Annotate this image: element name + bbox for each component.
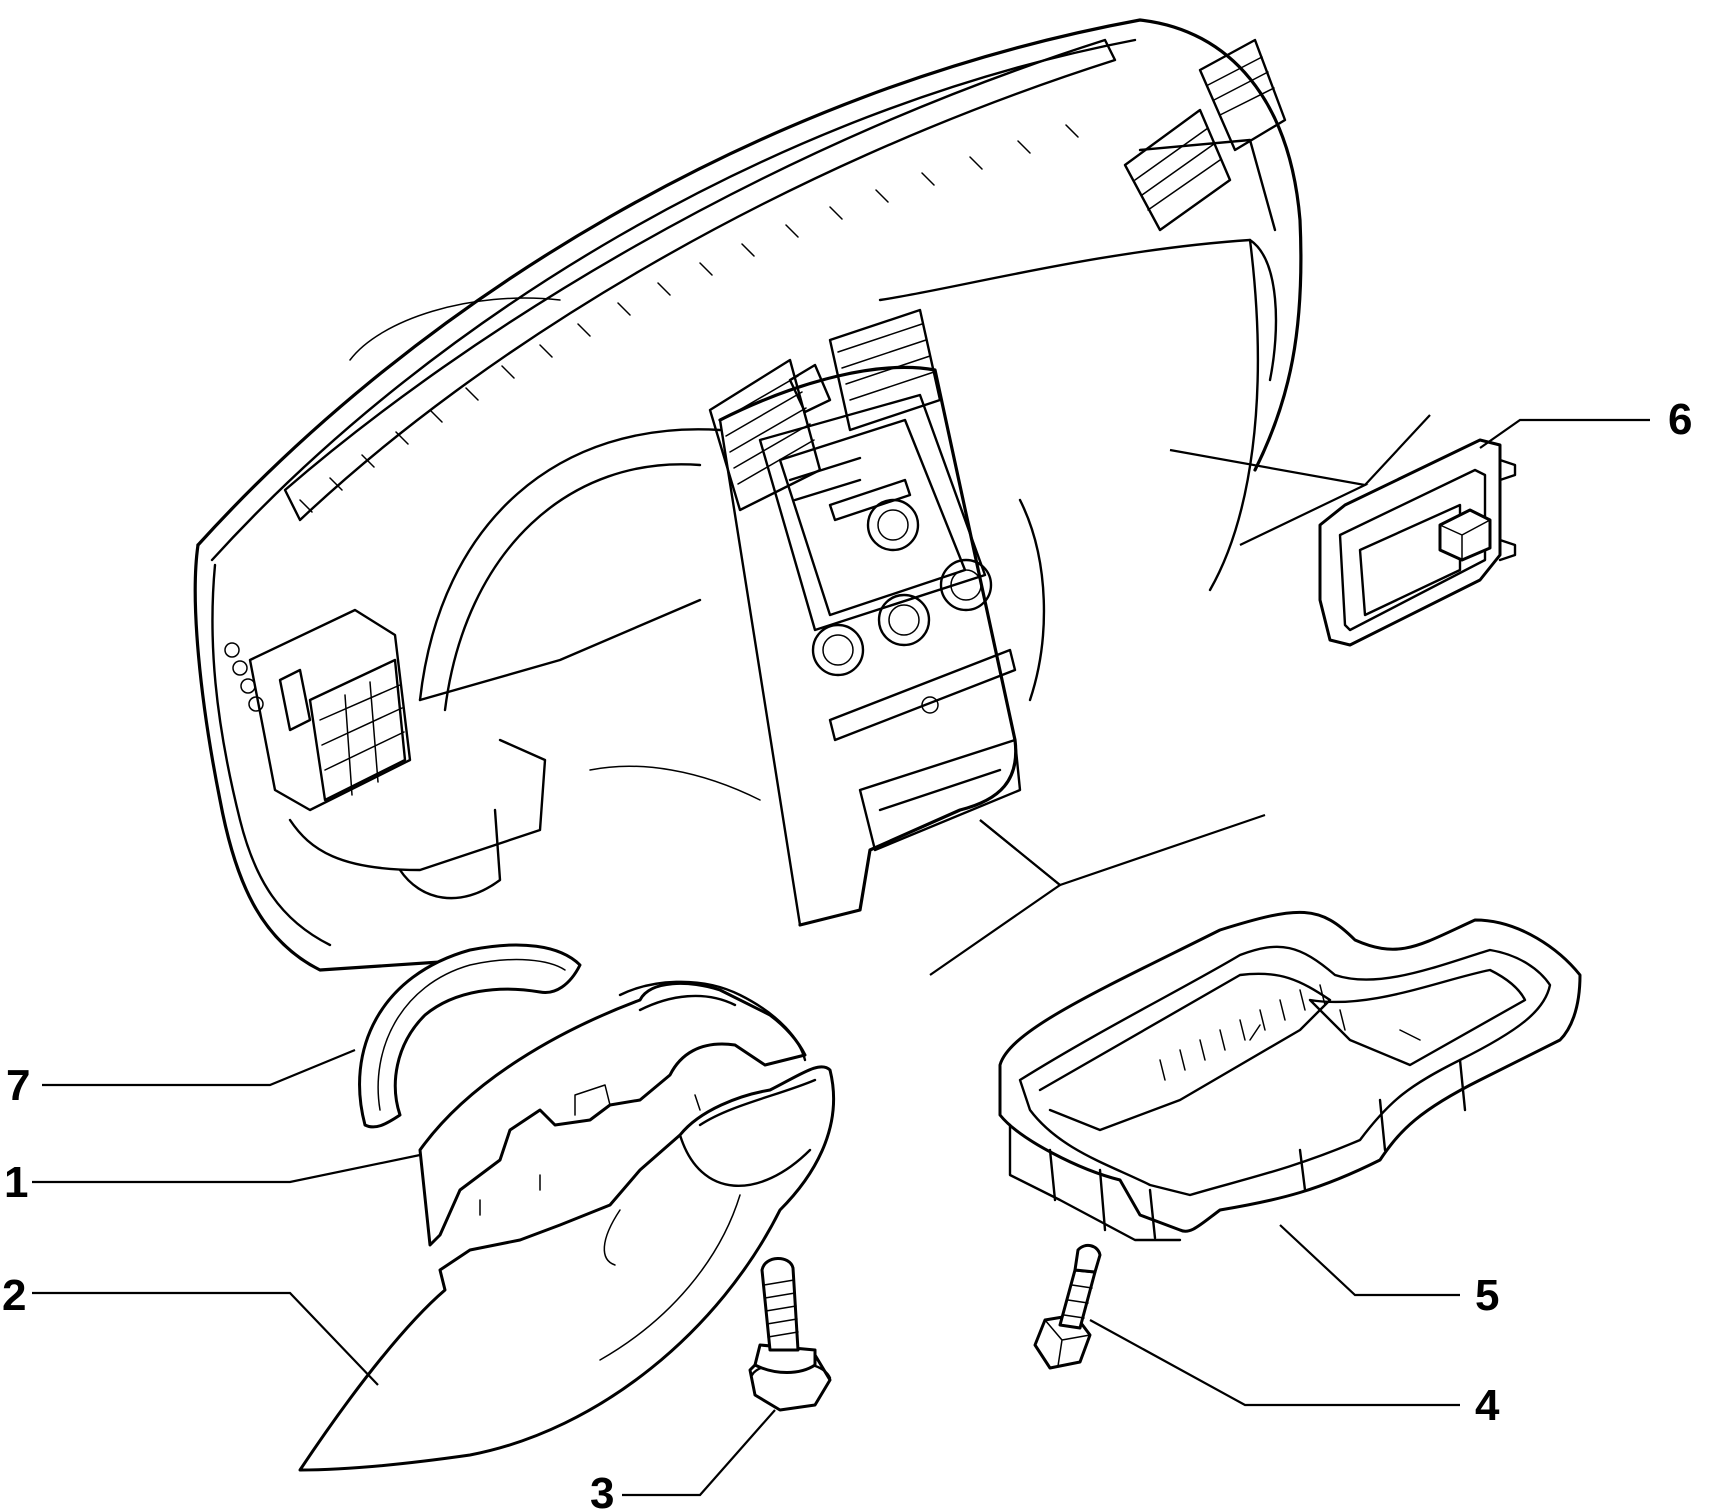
callout-7: 7: [6, 1061, 30, 1110]
part-3-flange-bolt: [748, 1257, 832, 1412]
part-6-switch-panel: [1318, 438, 1517, 647]
part-4-hex-bolt: [1033, 1243, 1102, 1370]
callout-2: 2: [2, 1271, 26, 1320]
callout-labels: 1 2 3 4 5 6 7: [2, 395, 1692, 1512]
callout-leaders: [32, 418, 1650, 1497]
leader-3: [622, 1409, 776, 1497]
left-air-vent: [224, 608, 412, 812]
leader-7: [42, 1048, 356, 1087]
callout-1: 1: [4, 1158, 28, 1207]
callout-4: 4: [1475, 1381, 1500, 1430]
callout-5: 5: [1475, 1271, 1499, 1320]
defrost-slats: [299, 124, 1079, 513]
part-2-lower-shroud: [298, 1065, 836, 1472]
part-5-storage-tray: [998, 910, 1582, 1242]
leader-5: [1279, 1224, 1460, 1297]
leader-2: [32, 1291, 379, 1386]
callout-3: 3: [590, 1469, 614, 1512]
center-console: [708, 308, 1022, 927]
callout-6: 6: [1668, 395, 1692, 444]
leader-1: [32, 1153, 421, 1184]
leader-4: [1089, 1319, 1460, 1407]
assembly-lines: [929, 414, 1431, 976]
right-air-vent: [1123, 38, 1287, 232]
leader-6: [1479, 418, 1650, 449]
part-7-arc-trim: [358, 943, 582, 1129]
part-1-upper-shroud: [418, 980, 807, 1247]
dashboard-panel: [193, 18, 1303, 972]
